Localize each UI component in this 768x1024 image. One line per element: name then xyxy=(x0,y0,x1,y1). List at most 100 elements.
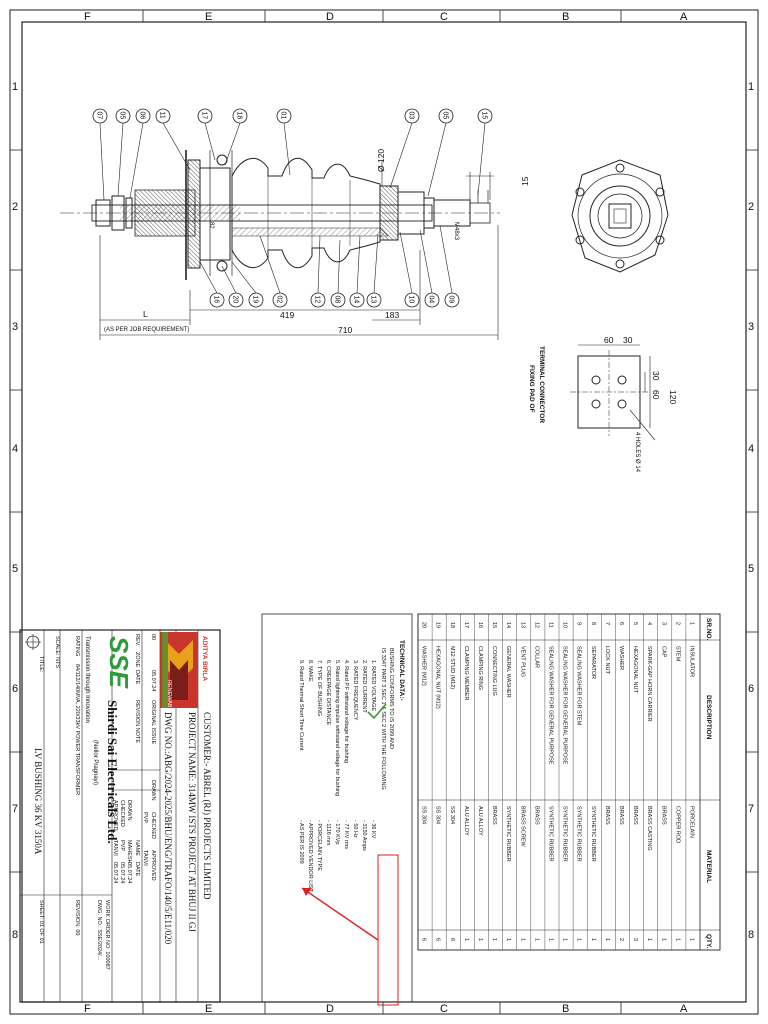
bom-desc: CAP xyxy=(660,646,666,658)
stud-nut-bottom xyxy=(216,260,228,272)
balloon-label: 13 xyxy=(370,296,377,304)
zone-letter-bottom: E xyxy=(205,1003,212,1015)
zone-number-left: 8 xyxy=(12,929,18,941)
flange-top-view xyxy=(571,159,669,273)
pad-dim-60b: 60 xyxy=(651,390,661,400)
tech-item-label: 8. MAKE xyxy=(307,660,313,682)
bom-desc: SEPARATOR xyxy=(590,646,596,679)
balloon-leader xyxy=(129,122,144,199)
bom-desc: SEALING WASHER FOR GENERAL PURPOSE xyxy=(547,646,553,765)
balloon-label: 15 xyxy=(481,112,488,120)
zone-letter-bottom: D xyxy=(326,1003,334,1015)
balloon-label: 05 xyxy=(442,112,449,120)
bom-qty: 1 xyxy=(491,938,497,941)
bom-material: BRASS CASTING xyxy=(646,806,652,851)
fixing-pad-label-2: TERMINAL CONNECTOR xyxy=(538,346,545,423)
bom-sr: 16 xyxy=(477,622,483,628)
dimensions xyxy=(99,160,499,340)
rating-label: RATING xyxy=(74,636,80,656)
bom-desc: LOCK NUT xyxy=(604,646,610,674)
tech-item-label: 2. RATED CURRENT xyxy=(361,660,367,713)
bom-sr: 3 xyxy=(660,622,666,625)
balloon-leader xyxy=(259,235,281,294)
balloon xyxy=(272,292,288,308)
bom-qty: 1 xyxy=(590,938,596,941)
sign-cell: APPROVED xyxy=(112,800,118,831)
bom-sr: 15 xyxy=(491,622,497,628)
bom-material: BRASS xyxy=(604,806,610,825)
balloon-label: 07 xyxy=(96,112,103,120)
balloon-leader xyxy=(337,239,341,294)
drawing-title: LV BUSHING 36 KV 3150A xyxy=(33,748,43,855)
revision-header-cell: REVISION NOTE xyxy=(134,700,140,743)
balloon-label: 18 xyxy=(236,112,243,120)
balloon xyxy=(330,292,346,308)
bom-qty: 1 xyxy=(660,938,666,941)
zone-number-left: 6 xyxy=(12,683,18,695)
bom-material: SS 304 xyxy=(421,806,427,824)
dwg-no-short: DWG. NO.: SSE/2024/... xyxy=(96,900,102,961)
porcelain-insulator xyxy=(231,157,381,269)
dim-dia120: Ø 120 xyxy=(376,149,386,172)
bom-sr: 1 xyxy=(688,622,694,625)
sheet-number: SHEET: 01 OF 01 xyxy=(38,900,44,944)
dim-15: 15 xyxy=(520,176,530,186)
sign-cell: 05.07.24 xyxy=(119,862,125,883)
rating-value: 84/112/140MVA, 220/33kV POWER TRANSFORME… xyxy=(74,664,80,795)
balloon xyxy=(115,108,131,124)
dim-183: 183 xyxy=(385,310,399,320)
tech-item-label: 6. CREEPAGE DISTANCE xyxy=(325,660,331,726)
bom-header: QTY. xyxy=(705,934,712,949)
bom-qty: 1 xyxy=(688,938,694,941)
bom-qty: 1 xyxy=(576,938,582,941)
sign-label: APPROVED xyxy=(150,850,156,881)
sign-label: CHECKED xyxy=(150,812,156,839)
bom-desc: CLAMPING RING xyxy=(477,646,483,690)
bom-sr: 2 xyxy=(674,622,680,625)
zone-letter-bottom: F xyxy=(84,1003,91,1015)
dim-l-note: (AS PER JOB REQUIREMENT) xyxy=(104,327,189,333)
title-label: TITLE: xyxy=(38,656,44,673)
zone-number-right: 6 xyxy=(748,683,754,695)
tech-item-value: - 50 Hz xyxy=(352,820,358,838)
balloon xyxy=(404,292,420,308)
sse-mark: SSE xyxy=(104,636,134,689)
zone-letter-top: E xyxy=(205,11,212,23)
pad-hole xyxy=(591,375,601,385)
balloon xyxy=(228,292,244,308)
bom-desc: SEALING WASHER FOR STEM xyxy=(576,646,582,726)
bom-qty: 1 xyxy=(463,938,469,941)
balloon-leader xyxy=(419,229,433,294)
balloon-label: 10 xyxy=(408,296,415,304)
bom-desc: INSULATOR xyxy=(688,646,694,677)
bom-qty: 1 xyxy=(505,938,511,941)
red-markup-arrow xyxy=(301,887,379,941)
balloon-label: 12 xyxy=(314,296,321,304)
balloon-leader xyxy=(99,122,105,201)
scale-label: SCALE: NTS xyxy=(54,636,60,668)
stem-rod xyxy=(91,204,433,222)
zone-number-left: 3 xyxy=(12,321,18,333)
zone-number-left: 1 xyxy=(12,81,18,93)
balloon xyxy=(444,292,460,308)
tech-title: TECHNICAL DATA:- xyxy=(398,640,405,701)
bom-material: SYNTHETIC RUBBER xyxy=(590,806,596,862)
bom-material: BRASS xyxy=(491,806,497,825)
zone-letter-top: A xyxy=(680,11,688,23)
cap xyxy=(379,185,399,241)
bom-header: SR.NO. xyxy=(705,618,712,641)
balloon xyxy=(135,108,151,124)
tech-item-label: 3. RATED FREQUENCY xyxy=(352,660,358,721)
dim-419: 419 xyxy=(280,310,294,320)
balloon xyxy=(232,108,248,124)
tech-item-value: - 3150 Amps xyxy=(361,820,367,851)
